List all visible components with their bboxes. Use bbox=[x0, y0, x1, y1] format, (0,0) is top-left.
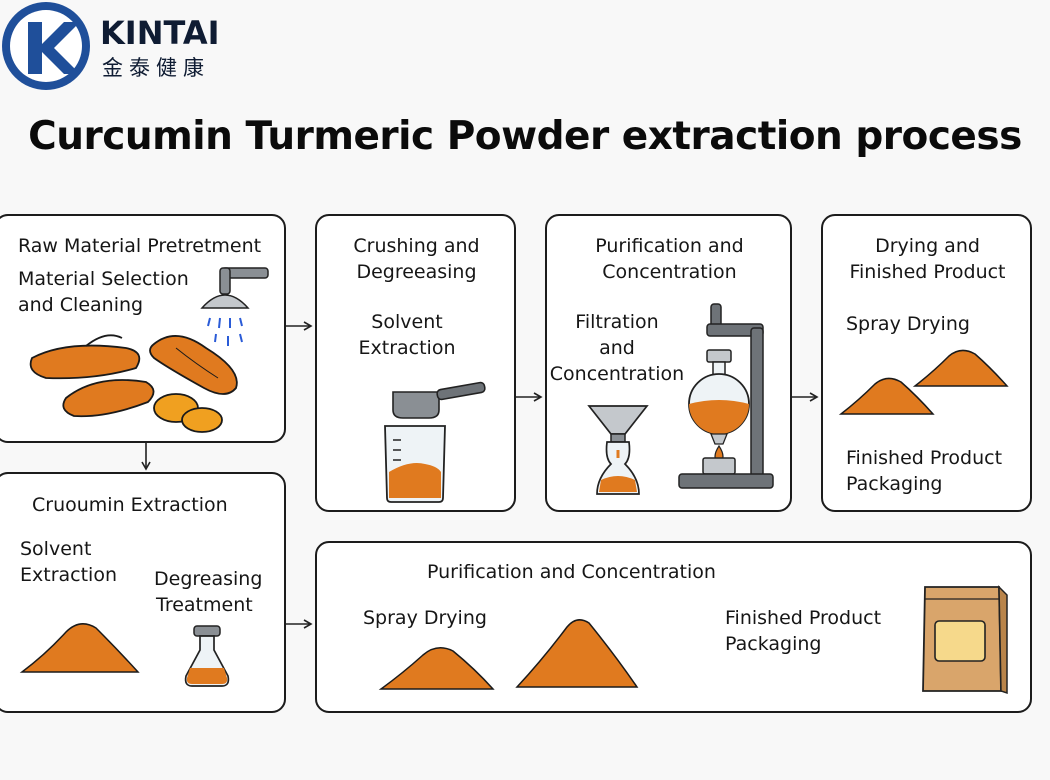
step-subtitle-line: Degreasing bbox=[154, 568, 263, 590]
step-subtitle-line: Extraction bbox=[20, 564, 117, 586]
step-subtitle-line: Filtration bbox=[575, 311, 659, 333]
step-subtitle-line: Treatment bbox=[156, 594, 253, 616]
step-curcumin-extraction: Cruoumin Extraction Solvent Extraction D… bbox=[0, 472, 286, 713]
step-subtitle-line: Extraction bbox=[358, 337, 456, 359]
step-subtitle-line: Finished Product bbox=[725, 607, 882, 629]
step-final-purification-packaging: Purification and Concentration Spray Dry… bbox=[315, 541, 1032, 713]
step-heading-line: Degreeasing bbox=[356, 261, 477, 283]
step-subtitle-line: and bbox=[599, 337, 635, 359]
brand-name-chinese: 金泰健康 bbox=[102, 56, 210, 80]
step-subtitle-line: Solvent bbox=[20, 538, 92, 560]
brand-logo: KINTAI 金泰健康 bbox=[0, 0, 240, 96]
step-subtitle-line: Packaging bbox=[725, 633, 822, 655]
step-subtitle-line: Concentration bbox=[549, 363, 685, 385]
step-heading-line: Purification and bbox=[595, 235, 744, 257]
step-heading-line: Crushing and bbox=[353, 235, 480, 257]
powder-pile-icon bbox=[515, 619, 639, 688]
step-crushing-degreasing: Crushing and Degreeasing Solvent Extract… bbox=[315, 214, 516, 512]
step-subtitle: Spray Drying bbox=[363, 607, 487, 629]
step-subtitle-line: Finished Product bbox=[846, 447, 1003, 469]
kintai-logo-icon bbox=[2, 2, 90, 90]
step-raw-material-pretreatment: Raw Material Pretretment Material Select… bbox=[0, 214, 286, 443]
step-heading-line: Finished Product bbox=[849, 261, 1006, 283]
step-subtitle-line: and Cleaning bbox=[18, 294, 144, 316]
scoop-icon bbox=[392, 381, 486, 419]
brand-name: KINTAI bbox=[100, 14, 220, 52]
step-drying-finished-product: Drying and Finished Product Spray Drying… bbox=[821, 214, 1032, 512]
powder-pile-icon bbox=[19, 623, 140, 673]
beaker-icon bbox=[384, 425, 446, 503]
distillation-apparatus-icon bbox=[678, 303, 774, 489]
powder-pile-icon bbox=[378, 647, 495, 690]
page-title: Curcumin Turmeric Powder extraction proc… bbox=[28, 114, 1022, 159]
step-heading-line: Concentration bbox=[602, 261, 737, 283]
step-subtitle-line: Material Selection bbox=[18, 268, 189, 290]
step-subtitle-line: Packaging bbox=[846, 473, 943, 495]
step-subtitle-line: Solvent bbox=[371, 311, 443, 333]
step-heading-line: Drying and bbox=[875, 235, 980, 257]
powder-pile-icon bbox=[912, 349, 1009, 387]
filter-funnel-icon bbox=[587, 405, 649, 495]
flask-icon bbox=[184, 625, 230, 687]
shower-head-icon bbox=[200, 267, 269, 346]
packaging-bag-icon bbox=[922, 585, 1008, 695]
step-heading: Cruoumin Extraction bbox=[32, 494, 228, 516]
turmeric-roots-icon bbox=[29, 334, 238, 433]
powder-pile-icon bbox=[838, 377, 935, 415]
step-subtitle: Spray Drying bbox=[846, 313, 970, 335]
step-heading: Raw Material Pretretment bbox=[18, 235, 262, 257]
step-purification-concentration: Purification and Concentration Filtratio… bbox=[545, 214, 792, 512]
step-heading: Purification and Concentration bbox=[427, 561, 716, 583]
